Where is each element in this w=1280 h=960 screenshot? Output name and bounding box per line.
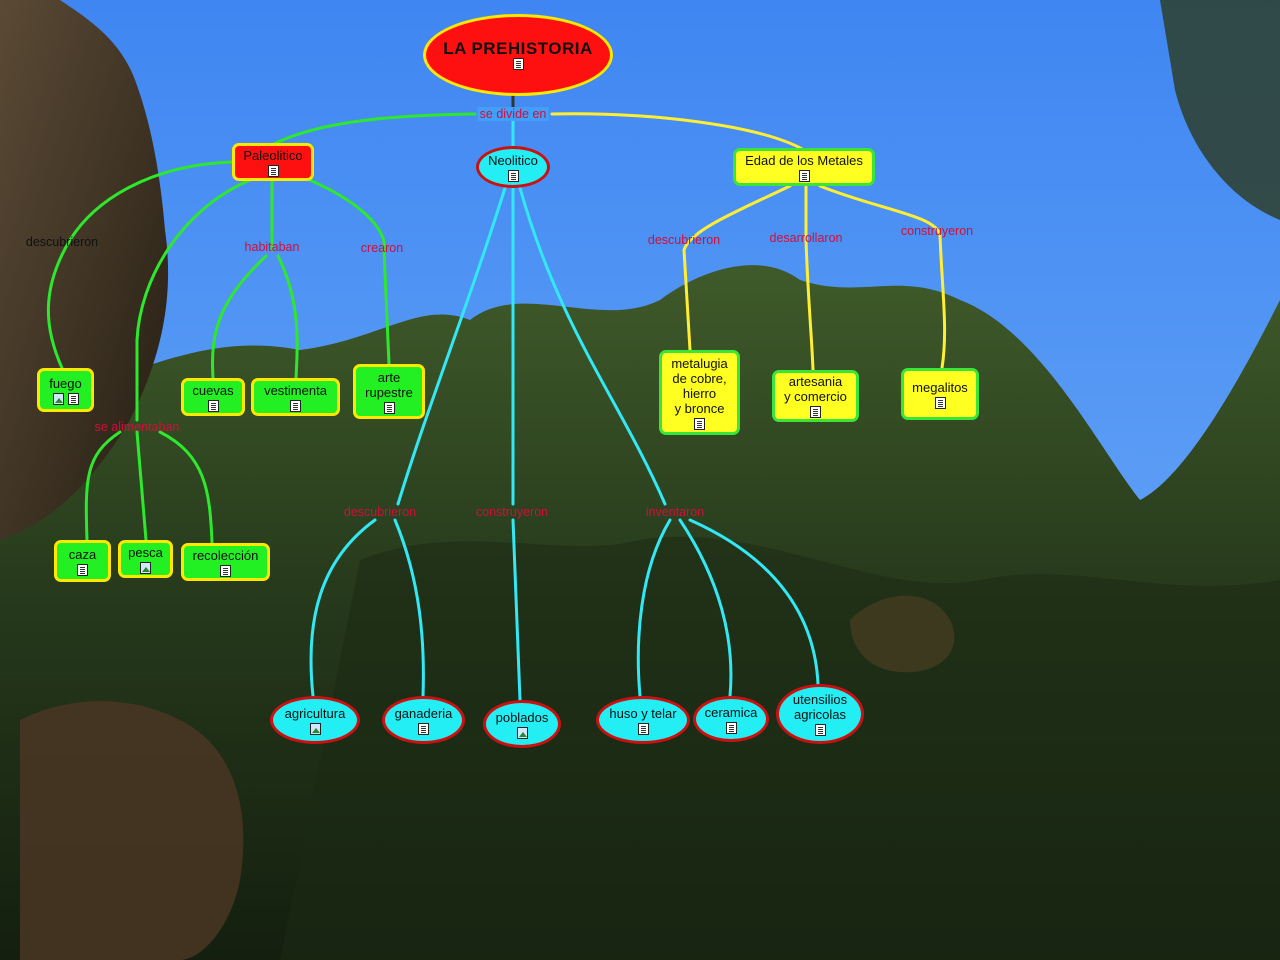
node-label: poblados [495, 709, 549, 725]
link-inv-utensilios [688, 518, 820, 686]
document-icon[interactable] [512, 57, 524, 70]
link-label-metal-descubrieron: descubrieron [647, 233, 721, 247]
document-icon[interactable] [220, 564, 231, 577]
link-metal-metalurgia [682, 184, 792, 352]
link-desc-agricultura [309, 518, 377, 698]
node-label: utensilios agricolas [792, 692, 848, 722]
node-label: fuego [49, 375, 82, 391]
link-label-construyeron: construyeron [475, 505, 549, 519]
link-hub-metales [550, 112, 806, 152]
link-label-habitaban: habitaban [244, 240, 300, 254]
document-icon[interactable] [637, 722, 649, 735]
node-label: agricultura [284, 705, 346, 721]
node-pesca[interactable]: pesca [118, 540, 173, 578]
link-label-crearon: crearon [360, 241, 404, 255]
node-label: vestimenta [264, 382, 327, 398]
node-artesania[interactable]: artesania y comercio [772, 370, 859, 422]
node-label: Edad de los Metales [745, 152, 863, 168]
node-ceramica[interactable]: ceramica [693, 696, 769, 742]
link-metal-megalitos [818, 184, 947, 370]
node-label: caza [68, 546, 97, 562]
document-icon[interactable] [810, 406, 821, 418]
node-megalitos[interactable]: megalitos [901, 368, 979, 420]
node-metalurgia[interactable]: metalugia de cobre, hierro y bronce [659, 350, 740, 435]
link-hub-paleolitico [270, 112, 477, 147]
link-label-desarrollaron: desarrollaron [769, 231, 843, 245]
document-icon[interactable] [725, 721, 737, 734]
link-alimentaban-pesca [135, 430, 148, 542]
node-label: ceramica [704, 704, 758, 720]
node-fuego[interactable]: fuego [37, 368, 94, 412]
node-label: huso y telar [609, 705, 677, 721]
node-cuevas[interactable]: cuevas [181, 378, 245, 416]
image-icon[interactable] [309, 722, 321, 735]
document-icon[interactable] [418, 722, 429, 735]
link-neo-descubrieron [396, 186, 507, 506]
node-label: recolección [192, 547, 259, 563]
document-icon[interactable] [383, 401, 395, 414]
link-constr-poblados [511, 518, 522, 702]
link-alimentaban-caza [84, 430, 122, 542]
link-label-neo-descubrieron: descubrieron [343, 505, 417, 519]
node-huso-y-telar[interactable]: huso y telar [596, 696, 690, 744]
document-icon[interactable] [934, 396, 946, 409]
node-label: artesania y comercio [784, 374, 847, 404]
link-paleo-arte [298, 174, 391, 366]
link-metal-artesania [804, 184, 815, 372]
link-label-se-divide-en: se divide en [477, 107, 549, 121]
node-label: metalugia de cobre, hierro y bronce [671, 355, 728, 416]
document-icon[interactable] [694, 417, 705, 430]
node-neolitico[interactable]: Neolitico [476, 146, 550, 188]
link-habitaban-cuevas [211, 254, 268, 380]
document-icon[interactable] [67, 392, 79, 405]
document-icon[interactable] [798, 169, 810, 182]
link-label-metal-construyeron: construyeron [900, 224, 974, 238]
node-agricultura[interactable]: agricultura [270, 696, 360, 744]
link-paleo-alimentaban [135, 178, 252, 422]
node-label: pesca [128, 544, 163, 560]
link-inv-huso [636, 518, 672, 698]
document-icon[interactable] [207, 399, 219, 412]
node-edad-metales[interactable]: Edad de los Metales [733, 148, 875, 186]
document-icon[interactable] [77, 563, 88, 576]
title-text: LA PREHISTORIA [443, 38, 593, 58]
link-habitaban-vestimenta [276, 254, 299, 380]
node-label: ganaderia [394, 705, 453, 721]
document-icon[interactable] [507, 169, 519, 182]
document-icon[interactable] [267, 164, 279, 177]
node-utensilios-agricolas[interactable]: utensilios agricolas [776, 684, 864, 744]
node-poblados[interactable]: poblados [483, 700, 561, 748]
node-ganaderia[interactable]: ganaderia [382, 696, 465, 744]
link-inv-ceramica [678, 518, 733, 698]
link-paleo-fuego [46, 160, 234, 370]
node-label: Paleolitico [243, 147, 303, 163]
node-label: megalitos [912, 379, 968, 395]
image-icon[interactable] [140, 561, 151, 574]
image-icon[interactable] [52, 392, 64, 405]
node-recoleccion[interactable]: recolección [181, 543, 270, 581]
node-label: arte rupestre [365, 369, 413, 400]
image-icon[interactable] [516, 726, 528, 739]
link-desc-ganaderia [393, 518, 425, 698]
link-label-paleo-descubrieron: descubrieron [25, 235, 99, 249]
document-icon[interactable] [814, 724, 826, 736]
node-paleolitico[interactable]: Paleolitico [232, 143, 314, 181]
link-label-inventaron: inventaron [645, 505, 705, 519]
node-arte-rupestre[interactable]: arte rupestre [353, 364, 425, 419]
document-icon[interactable] [290, 399, 301, 412]
node-vestimenta[interactable]: vestimenta [251, 378, 340, 416]
link-neo-inventaron [518, 186, 667, 506]
node-label: cuevas [192, 382, 234, 398]
node-caza[interactable]: caza [54, 540, 111, 582]
link-label-se-alimentaban: se alimentaban [94, 420, 180, 434]
title-node[interactable]: LA PREHISTORIA [423, 14, 613, 96]
node-label: Neolitico [488, 152, 538, 168]
link-alimentaban-recoleccion [158, 430, 214, 545]
